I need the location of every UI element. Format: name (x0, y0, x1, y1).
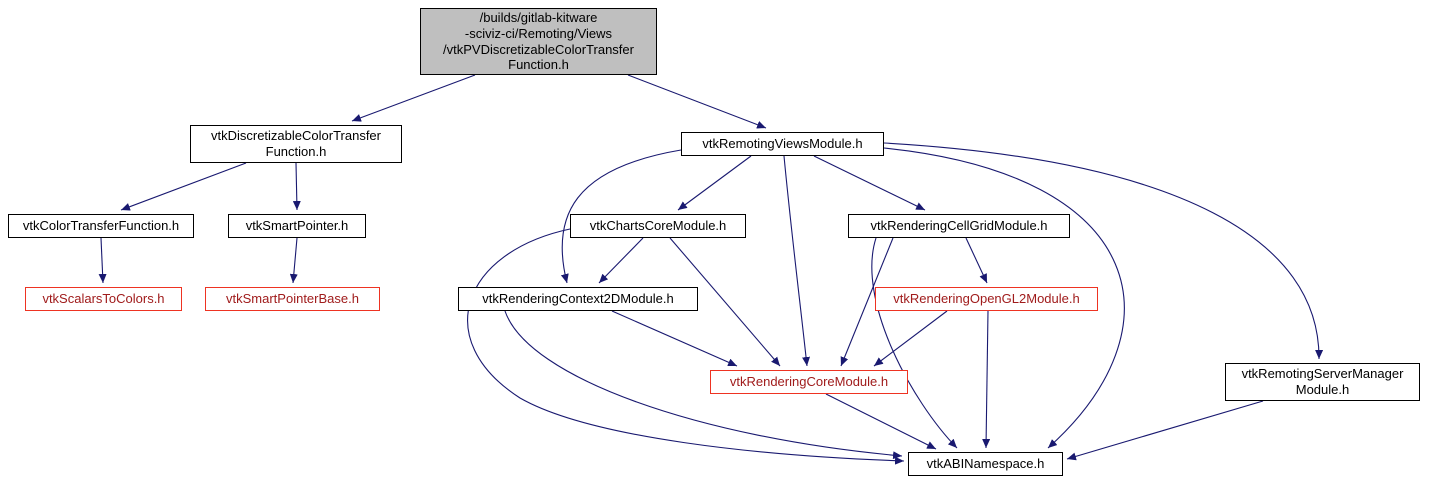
node-label: vtkABINamespace.h (926, 456, 1045, 472)
edge-discretizable-color-transfer-to-color-transfer (120, 162, 247, 211)
edge-charts-core-to-abi-namespace (467, 228, 905, 465)
node-label: vtkRenderingContext2DModule.h (482, 291, 674, 307)
node-smart-pointer-base[interactable]: vtkSmartPointerBase.h (205, 287, 380, 311)
node-charts-core[interactable]: vtkChartsCoreModule.h (570, 214, 746, 238)
edge-remoting-views-to-rendering-context2d (560, 149, 682, 284)
node-discretizable-color-transfer[interactable]: vtkDiscretizableColorTransfer Function.h (190, 125, 402, 163)
node-label: vtkRenderingOpenGL2Module.h (893, 291, 1080, 307)
node-label: vtkDiscretizableColorTransfer Function.h (210, 128, 381, 159)
node-label: vtkRenderingCoreModule.h (729, 374, 889, 390)
node-abi-namespace[interactable]: vtkABINamespace.h (908, 452, 1063, 476)
node-rendering-context2d[interactable]: vtkRenderingContext2DModule.h (458, 287, 698, 311)
node-rendering-core[interactable]: vtkRenderingCoreModule.h (710, 370, 908, 394)
edge-charts-core-to-rendering-context2d (598, 237, 644, 284)
node-label: vtkSmartPointer.h (245, 218, 349, 234)
node-label: vtkColorTransferFunction.h (22, 218, 180, 234)
node-remoting-server-manager[interactable]: vtkRemotingServerManager Module.h (1225, 363, 1420, 401)
node-label: vtkRemotingViewsModule.h (702, 136, 863, 152)
edge-remoting-views-to-remoting-server-manager (883, 142, 1324, 360)
edge-rendering-cell-grid-to-rendering-opengl2 (965, 237, 988, 284)
edge-remoting-views-to-charts-core (677, 155, 752, 211)
edge-rendering-context2d-to-abi-namespace (504, 310, 903, 460)
node-rendering-cell-grid[interactable]: vtkRenderingCellGridModule.h (848, 214, 1070, 238)
node-label: vtkRemotingServerManager Module.h (1241, 366, 1404, 397)
edge-charts-core-to-rendering-core (669, 237, 781, 367)
edge-remoting-server-manager-to-abi-namespace (1066, 400, 1264, 461)
node-label: vtkScalarsToColors.h (42, 291, 165, 307)
node-label: vtkSmartPointerBase.h (226, 291, 359, 307)
node-rendering-opengl2[interactable]: vtkRenderingOpenGL2Module.h (875, 287, 1098, 311)
edge-rendering-core-to-abi-namespace (825, 393, 937, 450)
edge-remoting-views-to-rendering-core (783, 155, 811, 367)
edge-rendering-cell-grid-to-abi-namespace (871, 237, 958, 449)
edge-rendering-opengl2-to-abi-namespace (982, 310, 991, 449)
node-label: vtkChartsCoreModule.h (589, 218, 727, 234)
node-smart-pointer[interactable]: vtkSmartPointer.h (228, 214, 366, 238)
edge-rendering-context2d-to-rendering-core (611, 310, 738, 367)
edge-root-to-discretizable-color-transfer (351, 74, 476, 122)
node-scalars-to-colors[interactable]: vtkScalarsToColors.h (25, 287, 182, 311)
edge-remoting-views-to-abi-namespace (883, 147, 1125, 449)
edge-rendering-opengl2-to-rendering-core (873, 310, 948, 367)
edge-smart-pointer-to-smart-pointer-base (289, 237, 298, 284)
edge-discretizable-color-transfer-to-smart-pointer (292, 162, 301, 211)
node-color-transfer[interactable]: vtkColorTransferFunction.h (8, 214, 194, 238)
node-label: vtkRenderingCellGridModule.h (870, 218, 1048, 234)
node-remoting-views[interactable]: vtkRemotingViewsModule.h (681, 132, 884, 156)
node-label: /builds/gitlab-kitware -sciviz-ci/Remoti… (443, 10, 634, 73)
node-root: /builds/gitlab-kitware -sciviz-ci/Remoti… (420, 8, 657, 75)
edge-rendering-cell-grid-to-rendering-core (840, 237, 894, 367)
edge-remoting-views-to-rendering-cell-grid (813, 155, 926, 211)
edge-color-transfer-to-scalars-to-colors (98, 237, 107, 284)
edge-root-to-remoting-views (627, 74, 767, 129)
